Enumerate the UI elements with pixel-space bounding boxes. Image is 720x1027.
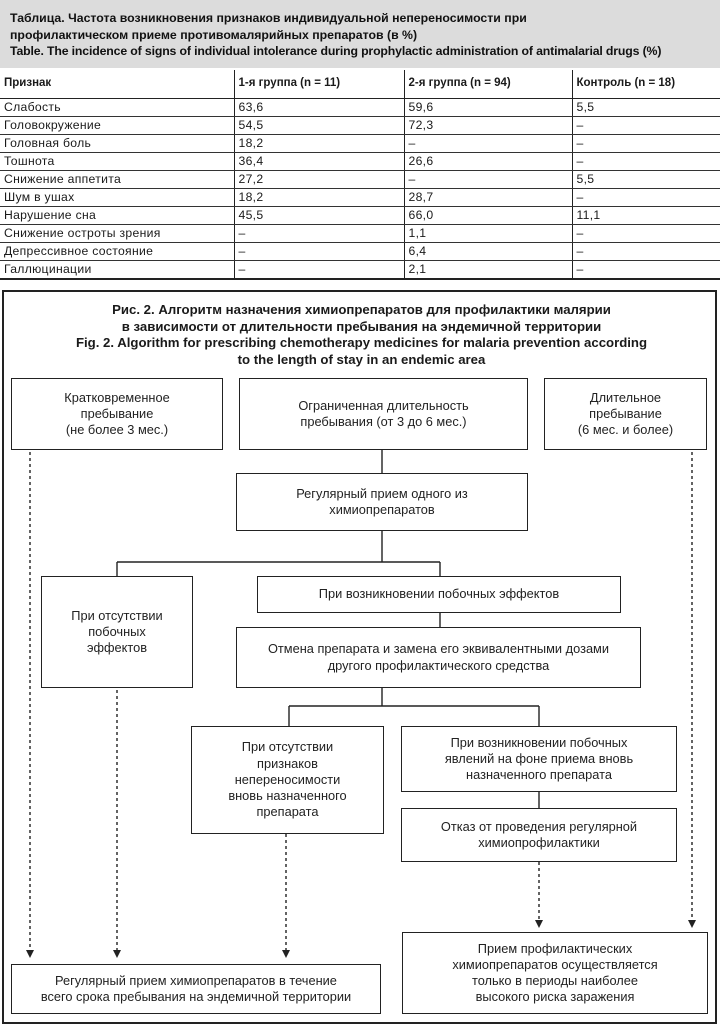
column-header-group2: 2-я группа (n = 94) (404, 70, 573, 99)
cell-group1: 18,2 (234, 188, 405, 207)
cell-group2: 72,3 (404, 116, 573, 135)
regular-full-stay-box: Регулярный прием химиопрепаратов в течен… (11, 964, 381, 1014)
cell-control: – (572, 134, 720, 153)
table-title-ru-line1: Таблица. Частота возникновения признаков… (10, 11, 527, 25)
column-header-control: Контроль (n = 18) (572, 70, 720, 99)
cell-group1: 36,4 (234, 152, 405, 171)
cell-sign: Шум в ушах (0, 188, 235, 207)
cell-sign: Тошнота (0, 152, 235, 171)
cell-sign: Головокружение (0, 116, 235, 135)
cell-group1: 18,2 (234, 134, 405, 153)
algorithm-figure: Рис. 2. Алгоритм назначения химиопрепара… (2, 290, 717, 1024)
table-header-row: Признак 1-я группа (n = 11) 2-я группа (… (0, 70, 720, 99)
cell-control: – (572, 224, 720, 243)
cell-control: – (572, 116, 720, 135)
cell-sign: Снижение остроты зрения (0, 224, 235, 243)
table-title-en: Table. The incidence of signs of individ… (10, 44, 662, 58)
cell-group1: – (234, 224, 405, 243)
figure-title-en-line2: to the length of stay in an endemic area (237, 351, 486, 367)
figure-title-ru-line2: в зависимости от длительности пребывания… (121, 318, 602, 334)
table-caption: Таблица. Частота возникновения признаков… (0, 0, 720, 68)
table-row: Снижение остроты зрения–1,1– (0, 224, 720, 243)
cell-group2: 59,6 (404, 98, 573, 117)
cell-control: 5,5 (572, 98, 720, 117)
intolerance-table-section: Таблица. Частота возникновения признаков… (0, 0, 720, 280)
intolerance-table: Признак 1-я группа (n = 11) 2-я группа (… (0, 70, 720, 280)
cell-sign: Депрессивное состояние (0, 242, 235, 261)
figure-title-en-line1: Fig. 2. Algorithm for prescribing chemot… (75, 335, 648, 351)
cell-group2: 1,1 (404, 224, 573, 243)
figure-caption: Рис. 2. Алгоритм назначения химиопрепара… (4, 302, 719, 368)
column-header-group1: 1-я группа (n = 11) (234, 70, 405, 99)
drug-replacement-box: Отмена препарата и замена его эквивалент… (236, 627, 641, 688)
figure-title-ru-line1: Рис. 2. Алгоритм назначения химиопрепара… (112, 302, 611, 317)
cell-group2: 2,1 (404, 260, 573, 280)
cell-control: 11,1 (572, 206, 720, 225)
cell-control: – (572, 260, 720, 280)
cell-group1: 54,5 (234, 116, 405, 135)
cell-control: – (572, 152, 720, 171)
cell-group1: – (234, 260, 405, 280)
cell-sign: Слабость (0, 98, 235, 117)
cell-group2: 28,7 (404, 188, 573, 207)
side-effects-box: При возникновении побочных эффектов (257, 576, 621, 613)
cell-control: – (572, 188, 720, 207)
cell-group2: 66,0 (404, 206, 573, 225)
cell-group1: 45,5 (234, 206, 405, 225)
cell-sign: Галлюцинации (0, 260, 235, 280)
cell-control: 5,5 (572, 170, 720, 189)
table-row: Депрессивное состояние–6,4– (0, 242, 720, 261)
column-header-sign: Признак (0, 70, 235, 99)
cell-group2: 26,6 (404, 152, 573, 171)
cell-group2: – (404, 170, 573, 189)
cell-group1: 63,6 (234, 98, 405, 117)
cell-sign: Нарушение сна (0, 206, 235, 225)
table-row: Галлюцинации–2,1– (0, 260, 720, 280)
cell-group1: 27,2 (234, 170, 405, 189)
cell-group1: – (234, 242, 405, 261)
cell-sign: Головная боль (0, 134, 235, 153)
cell-group2: 6,4 (404, 242, 573, 261)
cell-control: – (572, 242, 720, 261)
cell-sign: Снижение аппетита (0, 170, 235, 189)
cell-group2: – (404, 134, 573, 153)
table-title-ru-line2: профилактическом приеме противомалярийны… (10, 27, 418, 42)
